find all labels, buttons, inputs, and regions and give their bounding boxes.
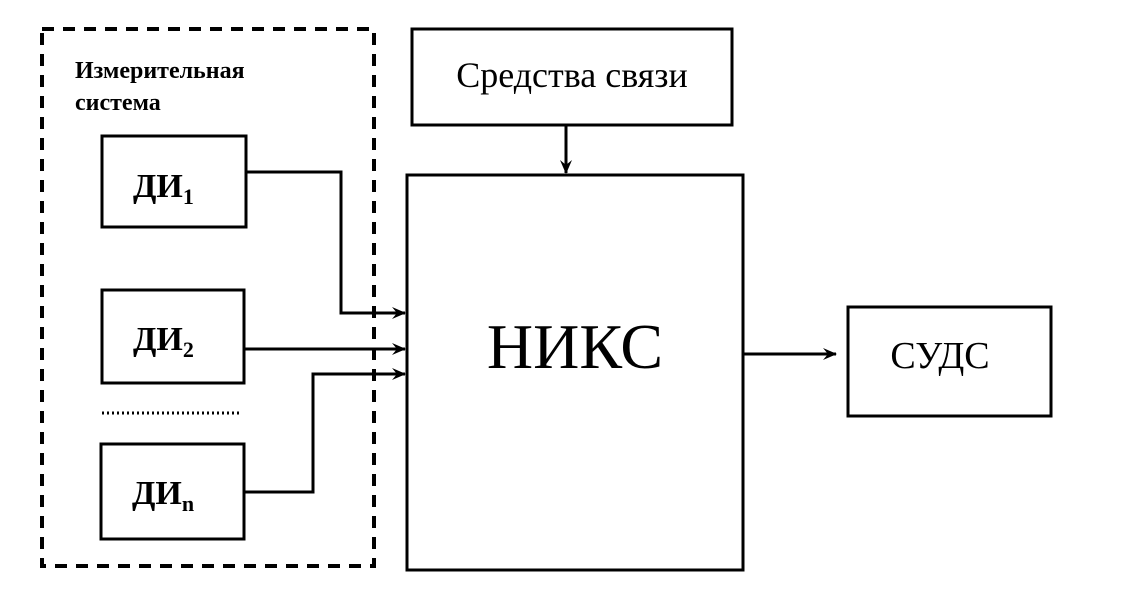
measurement-system-label-line2: система <box>75 90 161 116</box>
sensor-1-block[interactable]: ДИ1 <box>100 134 248 229</box>
arrow-sensor-n-to-niks <box>244 368 406 494</box>
sensor-2-label: ДИ2 <box>133 321 194 362</box>
sensor-1-label: ДИ1 <box>133 168 194 209</box>
sensor-1-box <box>100 134 248 229</box>
connectors <box>244 125 837 494</box>
sensor-2-subscript: 2 <box>183 337 194 362</box>
sensor-n-subscript: n <box>182 491 194 516</box>
sensor-n-block[interactable]: ДИn <box>99 442 246 541</box>
comms-box <box>410 27 734 127</box>
niks-block[interactable]: НИКС <box>405 173 745 572</box>
sensor-1-subscript: 1 <box>183 184 194 209</box>
sensor-n-box <box>99 442 246 541</box>
measurement-system-group: Измерительная система ДИ1 ДИ2 ДИn <box>40 27 376 568</box>
sensor-2-block[interactable]: ДИ2 <box>100 288 246 385</box>
suds-block[interactable]: СУДС <box>846 305 1053 418</box>
comms-label: Средства связи <box>456 55 688 95</box>
measurement-system-boundary <box>40 27 376 568</box>
niks-box <box>405 173 745 572</box>
niks-label: НИКС <box>487 311 663 382</box>
arrow-sensor-1-to-niks <box>246 170 406 319</box>
comms-block[interactable]: Средства связи <box>410 27 734 127</box>
sensor-n-label: ДИn <box>132 475 194 516</box>
suds-label: СУДС <box>890 335 989 377</box>
suds-box <box>846 305 1053 418</box>
measurement-system-label-line1: Измерительная <box>75 58 245 84</box>
sensor-2-box <box>100 288 246 385</box>
